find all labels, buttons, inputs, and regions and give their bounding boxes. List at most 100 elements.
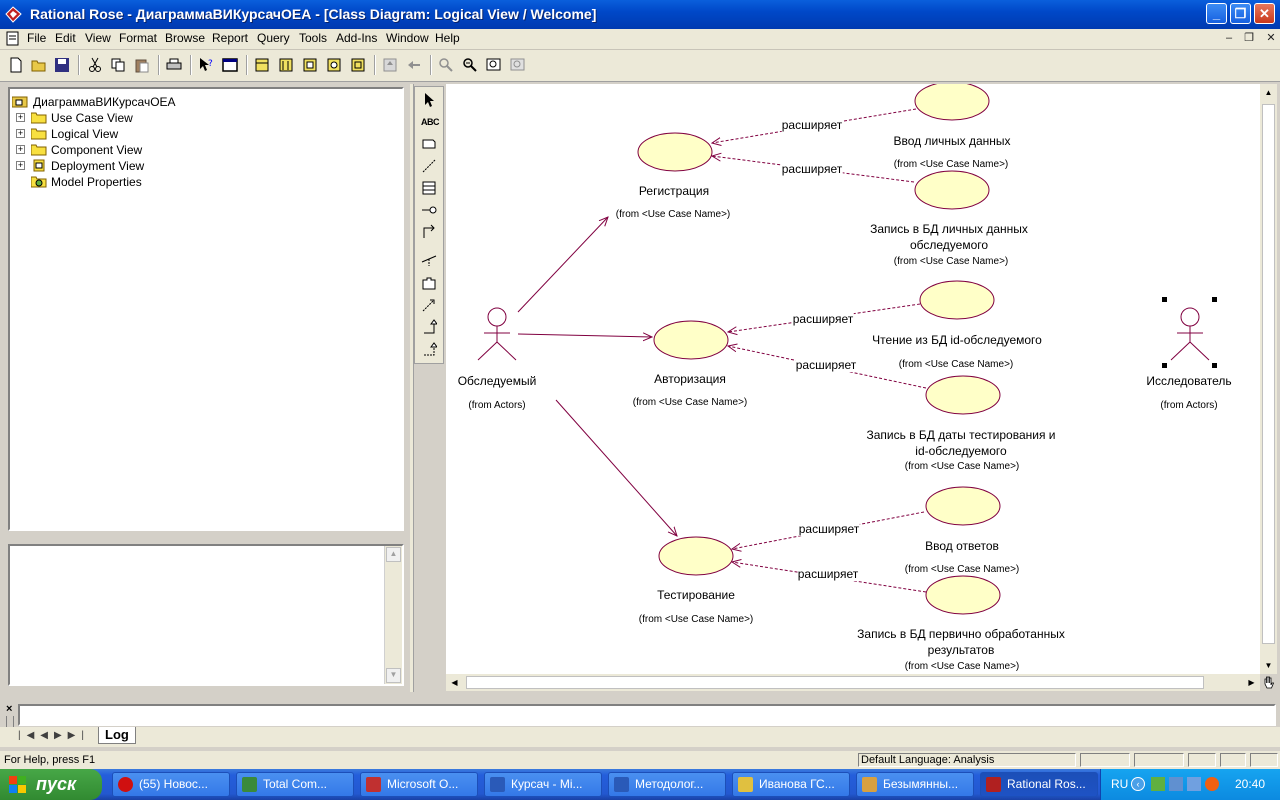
anchor-tool-icon[interactable] <box>421 158 437 174</box>
task-button-paint[interactable]: Безымянны... <box>856 772 974 797</box>
menu-window[interactable]: Window <box>386 31 429 45</box>
scroll-up-icon[interactable]: ▲ <box>386 547 401 562</box>
browse-parent-icon[interactable] <box>350 57 366 73</box>
title-bar[interactable]: Rational Rose - ДиаграммаВИКурсачОЕА - [… <box>0 0 1280 29</box>
generalization-tool-icon[interactable] <box>421 319 437 335</box>
display-icon[interactable] <box>1187 777 1201 791</box>
new-icon[interactable] <box>8 57 24 73</box>
undo-fit-icon[interactable] <box>510 57 526 73</box>
browse-class-icon[interactable] <box>254 57 270 73</box>
task-button-word-methodology[interactable]: Методолог... <box>608 772 726 797</box>
menu-file[interactable]: File <box>27 31 47 45</box>
task-button-word-kursach[interactable]: Курсач - Mi... <box>484 772 602 797</box>
task-button-total-commander[interactable]: Total Com... <box>236 772 354 797</box>
use-case-input-answers <box>925 486 1001 526</box>
print-icon[interactable] <box>166 57 182 73</box>
save-icon[interactable] <box>54 57 70 73</box>
network-icon[interactable] <box>1169 777 1183 791</box>
diagram-horizontal-scrollbar[interactable]: ◀ ▶ <box>446 674 1260 691</box>
view-doc-icon[interactable] <box>222 57 238 73</box>
horizontal-scroll-thumb[interactable] <box>466 676 1204 689</box>
class-tool-icon[interactable] <box>421 180 437 196</box>
menu-bar: File Edit View Format Browse Report Quer… <box>0 29 1280 50</box>
menu-help[interactable]: Help <box>435 31 460 45</box>
task-button-rational-rose[interactable]: Rational Ros... <box>980 772 1098 797</box>
splitter[interactable] <box>410 84 414 692</box>
svg-text:?: ? <box>208 59 213 69</box>
selection-tool-icon[interactable] <box>421 92 437 108</box>
back-arrow-icon[interactable] <box>406 57 422 73</box>
close-button[interactable]: ✕ <box>1254 3 1275 24</box>
mdi-minimize-button[interactable]: – <box>1225 32 1233 44</box>
log-nav-arrows-icon[interactable]: |◀◀▶▶| <box>18 730 90 741</box>
menu-report[interactable]: Report <box>212 31 249 45</box>
language-indicator[interactable]: RU <box>1111 777 1129 791</box>
zoom-out-icon[interactable] <box>462 57 478 73</box>
expand-icon[interactable]: + <box>16 112 25 122</box>
menu-browse[interactable]: Browse <box>165 31 206 45</box>
tray-expand-icon[interactable]: ‹ <box>1131 777 1145 791</box>
rational-rose-app-icon <box>5 6 22 23</box>
extend-label: расширяет <box>798 522 860 536</box>
model-browser[interactable]: ДиаграммаВИКурсачОЕА + Use Case View + L… <box>8 87 404 531</box>
open-icon[interactable] <box>31 57 47 73</box>
opera-icon <box>118 777 133 792</box>
class-diagram-canvas[interactable]: расширяет расширяет расширяет расширяет … <box>446 84 1260 674</box>
expand-icon[interactable]: + <box>16 128 25 138</box>
browse-deployment-icon[interactable] <box>326 57 342 73</box>
scroll-up-icon[interactable]: ▲ <box>1264 88 1273 97</box>
scroll-right-icon[interactable]: ▶ <box>1248 678 1255 687</box>
document-menu-icon[interactable] <box>5 31 20 46</box>
association-class-tool-icon[interactable] <box>421 252 437 268</box>
task-button-microsoft-office[interactable]: Microsoft O... <box>360 772 478 797</box>
realize-tool-icon[interactable] <box>421 341 437 357</box>
start-button[interactable]: пуск <box>0 769 102 800</box>
mdi-close-button[interactable]: ✕ <box>1266 32 1276 44</box>
documentation-pane[interactable]: ▲ ▼ <box>8 544 404 686</box>
interface-tool-icon[interactable] <box>421 202 437 218</box>
copy-icon[interactable] <box>110 57 126 73</box>
browse-previous-icon[interactable] <box>382 57 398 73</box>
maximize-button[interactable]: ❐ <box>1230 3 1251 24</box>
browse-interaction-icon[interactable] <box>278 57 294 73</box>
scroll-down-icon[interactable]: ▼ <box>1264 661 1273 670</box>
network-icon[interactable] <box>1151 777 1165 791</box>
text-tool-icon[interactable]: ABC <box>421 117 440 127</box>
log-text-area[interactable] <box>18 704 1276 726</box>
vertical-scroll-thumb[interactable] <box>1262 104 1275 644</box>
task-button-notepad-ivanova[interactable]: Иванова ГС... <box>732 772 850 797</box>
log-tab[interactable]: Log <box>98 727 136 744</box>
pan-hand-icon[interactable] <box>1261 675 1277 691</box>
zoom-in-icon[interactable] <box>438 57 454 73</box>
menu-view[interactable]: View <box>85 31 111 45</box>
use-case-authorization <box>653 320 729 360</box>
context-help-icon[interactable]: ? <box>198 57 214 73</box>
use-case-name: Запись в БД первично обработанных <box>857 627 1065 641</box>
dependency-tool-icon[interactable] <box>421 297 437 313</box>
menu-add-ins[interactable]: Add-Ins <box>336 31 378 45</box>
unidirectional-association-tool-icon[interactable] <box>421 224 437 240</box>
expand-icon[interactable]: + <box>16 144 25 154</box>
fit-in-window-icon[interactable] <box>486 57 502 73</box>
browse-component-icon[interactable] <box>302 57 318 73</box>
expand-icon[interactable]: + <box>16 160 25 170</box>
package-tool-icon[interactable] <box>421 275 437 291</box>
cut-icon[interactable] <box>87 57 103 73</box>
menu-tools[interactable]: Tools <box>299 31 328 45</box>
scroll-down-icon[interactable]: ▼ <box>386 668 401 683</box>
menu-query[interactable]: Query <box>257 31 290 45</box>
use-case-name: Чтение из БД id-обследуемого <box>872 333 1042 347</box>
diagram-vertical-scrollbar[interactable]: ▲ ▼ <box>1260 84 1277 674</box>
doc-vertical-scrollbar[interactable]: ▲ ▼ <box>384 546 402 684</box>
minimize-button[interactable]: _ <box>1206 3 1227 24</box>
scroll-left-icon[interactable]: ◀ <box>451 678 458 687</box>
task-button-opera[interactable]: (55) Новос... <box>112 772 230 797</box>
mdi-restore-button[interactable]: ❐ <box>1244 32 1254 44</box>
update-icon[interactable] <box>1205 777 1219 791</box>
menu-edit[interactable]: Edit <box>55 31 76 45</box>
extend-label: расширяет <box>781 162 843 176</box>
log-close-icon[interactable]: × <box>6 703 13 715</box>
menu-format[interactable]: Format <box>119 31 158 45</box>
note-tool-icon[interactable] <box>421 136 437 152</box>
paste-icon[interactable] <box>134 57 150 73</box>
